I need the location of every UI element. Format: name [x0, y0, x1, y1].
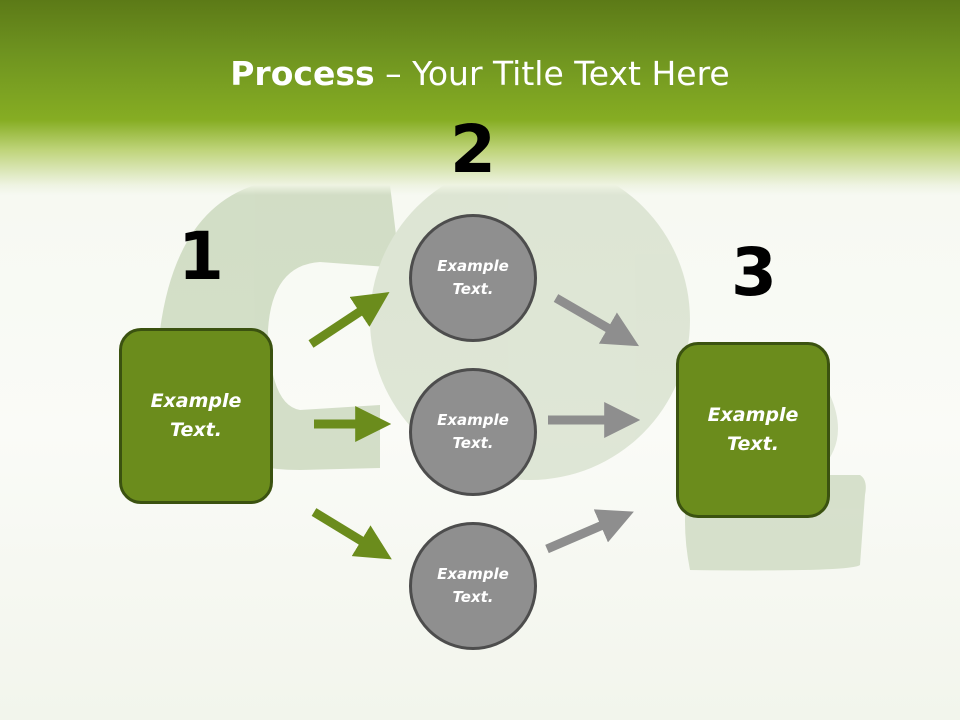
arrow-right-up-icon — [308, 292, 390, 348]
arrow-right-down-icon — [311, 508, 392, 560]
header-band — [0, 0, 960, 195]
title-bold: Process — [230, 54, 375, 93]
step-3-label: Example Text. — [707, 404, 799, 455]
step-1-box: Example Text. — [119, 328, 273, 504]
title-rest: – Your Title Text Here — [374, 54, 730, 93]
step-1-label: Example Text. — [150, 390, 242, 441]
step-number-1: 1 — [178, 218, 224, 295]
step-number-3: 3 — [731, 234, 777, 311]
circle-top-label: Example Text. — [437, 257, 509, 298]
slide-title: Process – Your Title Text Here — [0, 52, 960, 96]
arrow-gray-down-right-icon — [553, 294, 640, 347]
circle-middle-label: Example Text. — [437, 411, 509, 452]
step-2-circle-bottom: Example Text. — [409, 522, 537, 650]
circle-bottom-label: Example Text. — [437, 565, 509, 606]
step-2-circle-middle: Example Text. — [409, 368, 537, 496]
step-number-2: 2 — [450, 111, 496, 188]
step-3-box: Example Text. — [676, 342, 830, 518]
step-2-circle-top: Example Text. — [409, 214, 537, 342]
arrow-gray-up-right-icon — [545, 509, 634, 554]
